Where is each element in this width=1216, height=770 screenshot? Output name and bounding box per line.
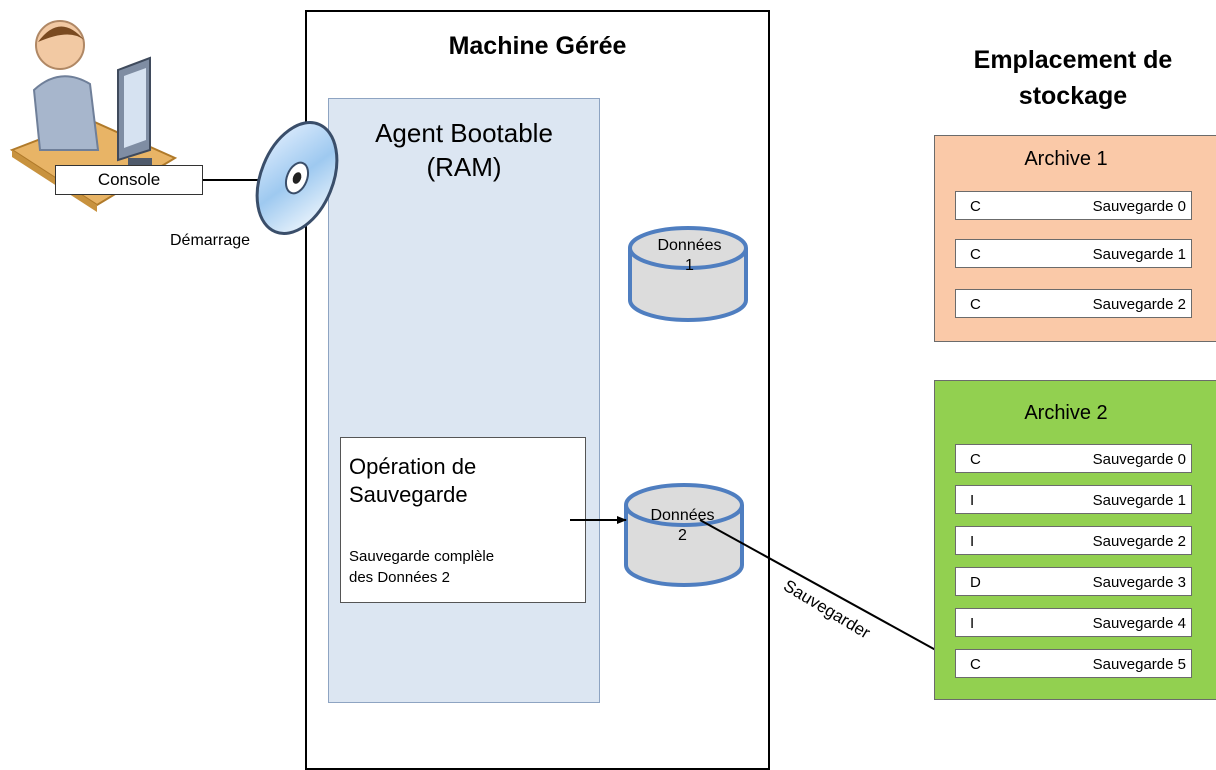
diagram-graphics: [9, 20, 953, 660]
archive-1-box: Archive 1 C Sauvegarde 0 C Sauvegarde 1 …: [934, 135, 1216, 342]
operation-desc-line1: Sauvegarde complèle: [349, 548, 495, 565]
archive-2-box: Archive 2 C Sauvegarde 0 I Sauvegarde 1 …: [934, 380, 1216, 700]
backup-name: Sauvegarde 4: [1092, 615, 1186, 632]
backup-row: I Sauvegarde 2: [955, 526, 1192, 555]
backup-type: I: [970, 615, 975, 632]
storage-title: Emplacement de stockage: [930, 42, 1216, 114]
backup-name: Sauvegarde 3: [1092, 574, 1186, 591]
agent-title-line1: Agent Bootable: [375, 118, 553, 148]
backup-row: C Sauvegarde 0: [955, 444, 1192, 473]
backup-name: Sauvegarde 2: [1092, 296, 1186, 313]
backup-type: C: [970, 246, 981, 263]
data-disk-1: [628, 226, 748, 322]
data-disk-2: [624, 483, 744, 587]
backup-name: Sauvegarde 5: [1092, 656, 1186, 673]
machine-title: Machine Gérée: [448, 32, 627, 60]
backup-type: C: [970, 198, 981, 215]
operation-title-line2: Sauvegarde: [349, 482, 468, 507]
operation-description: Sauvegarde complèle des Données 2: [349, 546, 581, 588]
backup-type: C: [970, 296, 981, 313]
boot-cd-icon: [255, 121, 339, 235]
agent-title: Agent Bootable (RAM): [328, 116, 600, 184]
backup-row: C Sauvegarde 5: [955, 649, 1192, 678]
backup-type: C: [970, 656, 981, 673]
console-label: Console: [55, 165, 203, 195]
disk1-label-line2: 1: [685, 257, 694, 274]
backup-type: I: [970, 533, 975, 550]
disk2-label-line1: Données: [650, 507, 715, 524]
backup-name: Sauvegarde 2: [1092, 533, 1186, 550]
backup-row: C Sauvegarde 0: [955, 191, 1192, 220]
backup-type: D: [970, 574, 981, 591]
operation-desc-line2: des Données 2: [349, 569, 450, 586]
backup-name: Sauvegarde 0: [1092, 451, 1186, 468]
data-disk-2-label: Données 2: [625, 506, 740, 546]
archive-title: Archive 2: [1024, 402, 1108, 424]
backup-row: D Sauvegarde 3: [955, 567, 1192, 596]
backup-name: Sauvegarde 0: [1092, 198, 1186, 215]
backup-row: C Sauvegarde 2: [955, 289, 1192, 318]
backup-type: I: [970, 492, 975, 509]
agent-title-line2: (RAM): [426, 152, 502, 182]
backup-name: Sauvegarde 1: [1092, 492, 1186, 509]
backup-row: I Sauvegarde 1: [955, 485, 1192, 514]
storage-title-line1: Emplacement de: [973, 46, 1173, 74]
disk1-label-line1: Données: [657, 237, 722, 254]
boot-label: Démarrage: [170, 232, 251, 249]
backup-row: C Sauvegarde 1: [955, 239, 1192, 268]
backup-name: Sauvegarde 1: [1092, 246, 1186, 263]
user-computer-icon: [9, 20, 178, 212]
operation-title-line1: Opération de: [349, 454, 477, 479]
backup-operation-box: [340, 437, 586, 603]
disk2-label-line2: 2: [678, 527, 687, 544]
operation-title: Opération de Sauvegarde: [349, 453, 581, 509]
archive-title: Archive 1: [1024, 148, 1108, 170]
storage-title-line2: stockage: [1018, 82, 1128, 110]
backup-arrow: [699, 519, 953, 660]
backup-type: C: [970, 451, 981, 468]
data-disk-1-label: Données 1: [632, 236, 747, 276]
backup-row: I Sauvegarde 4: [955, 608, 1192, 637]
